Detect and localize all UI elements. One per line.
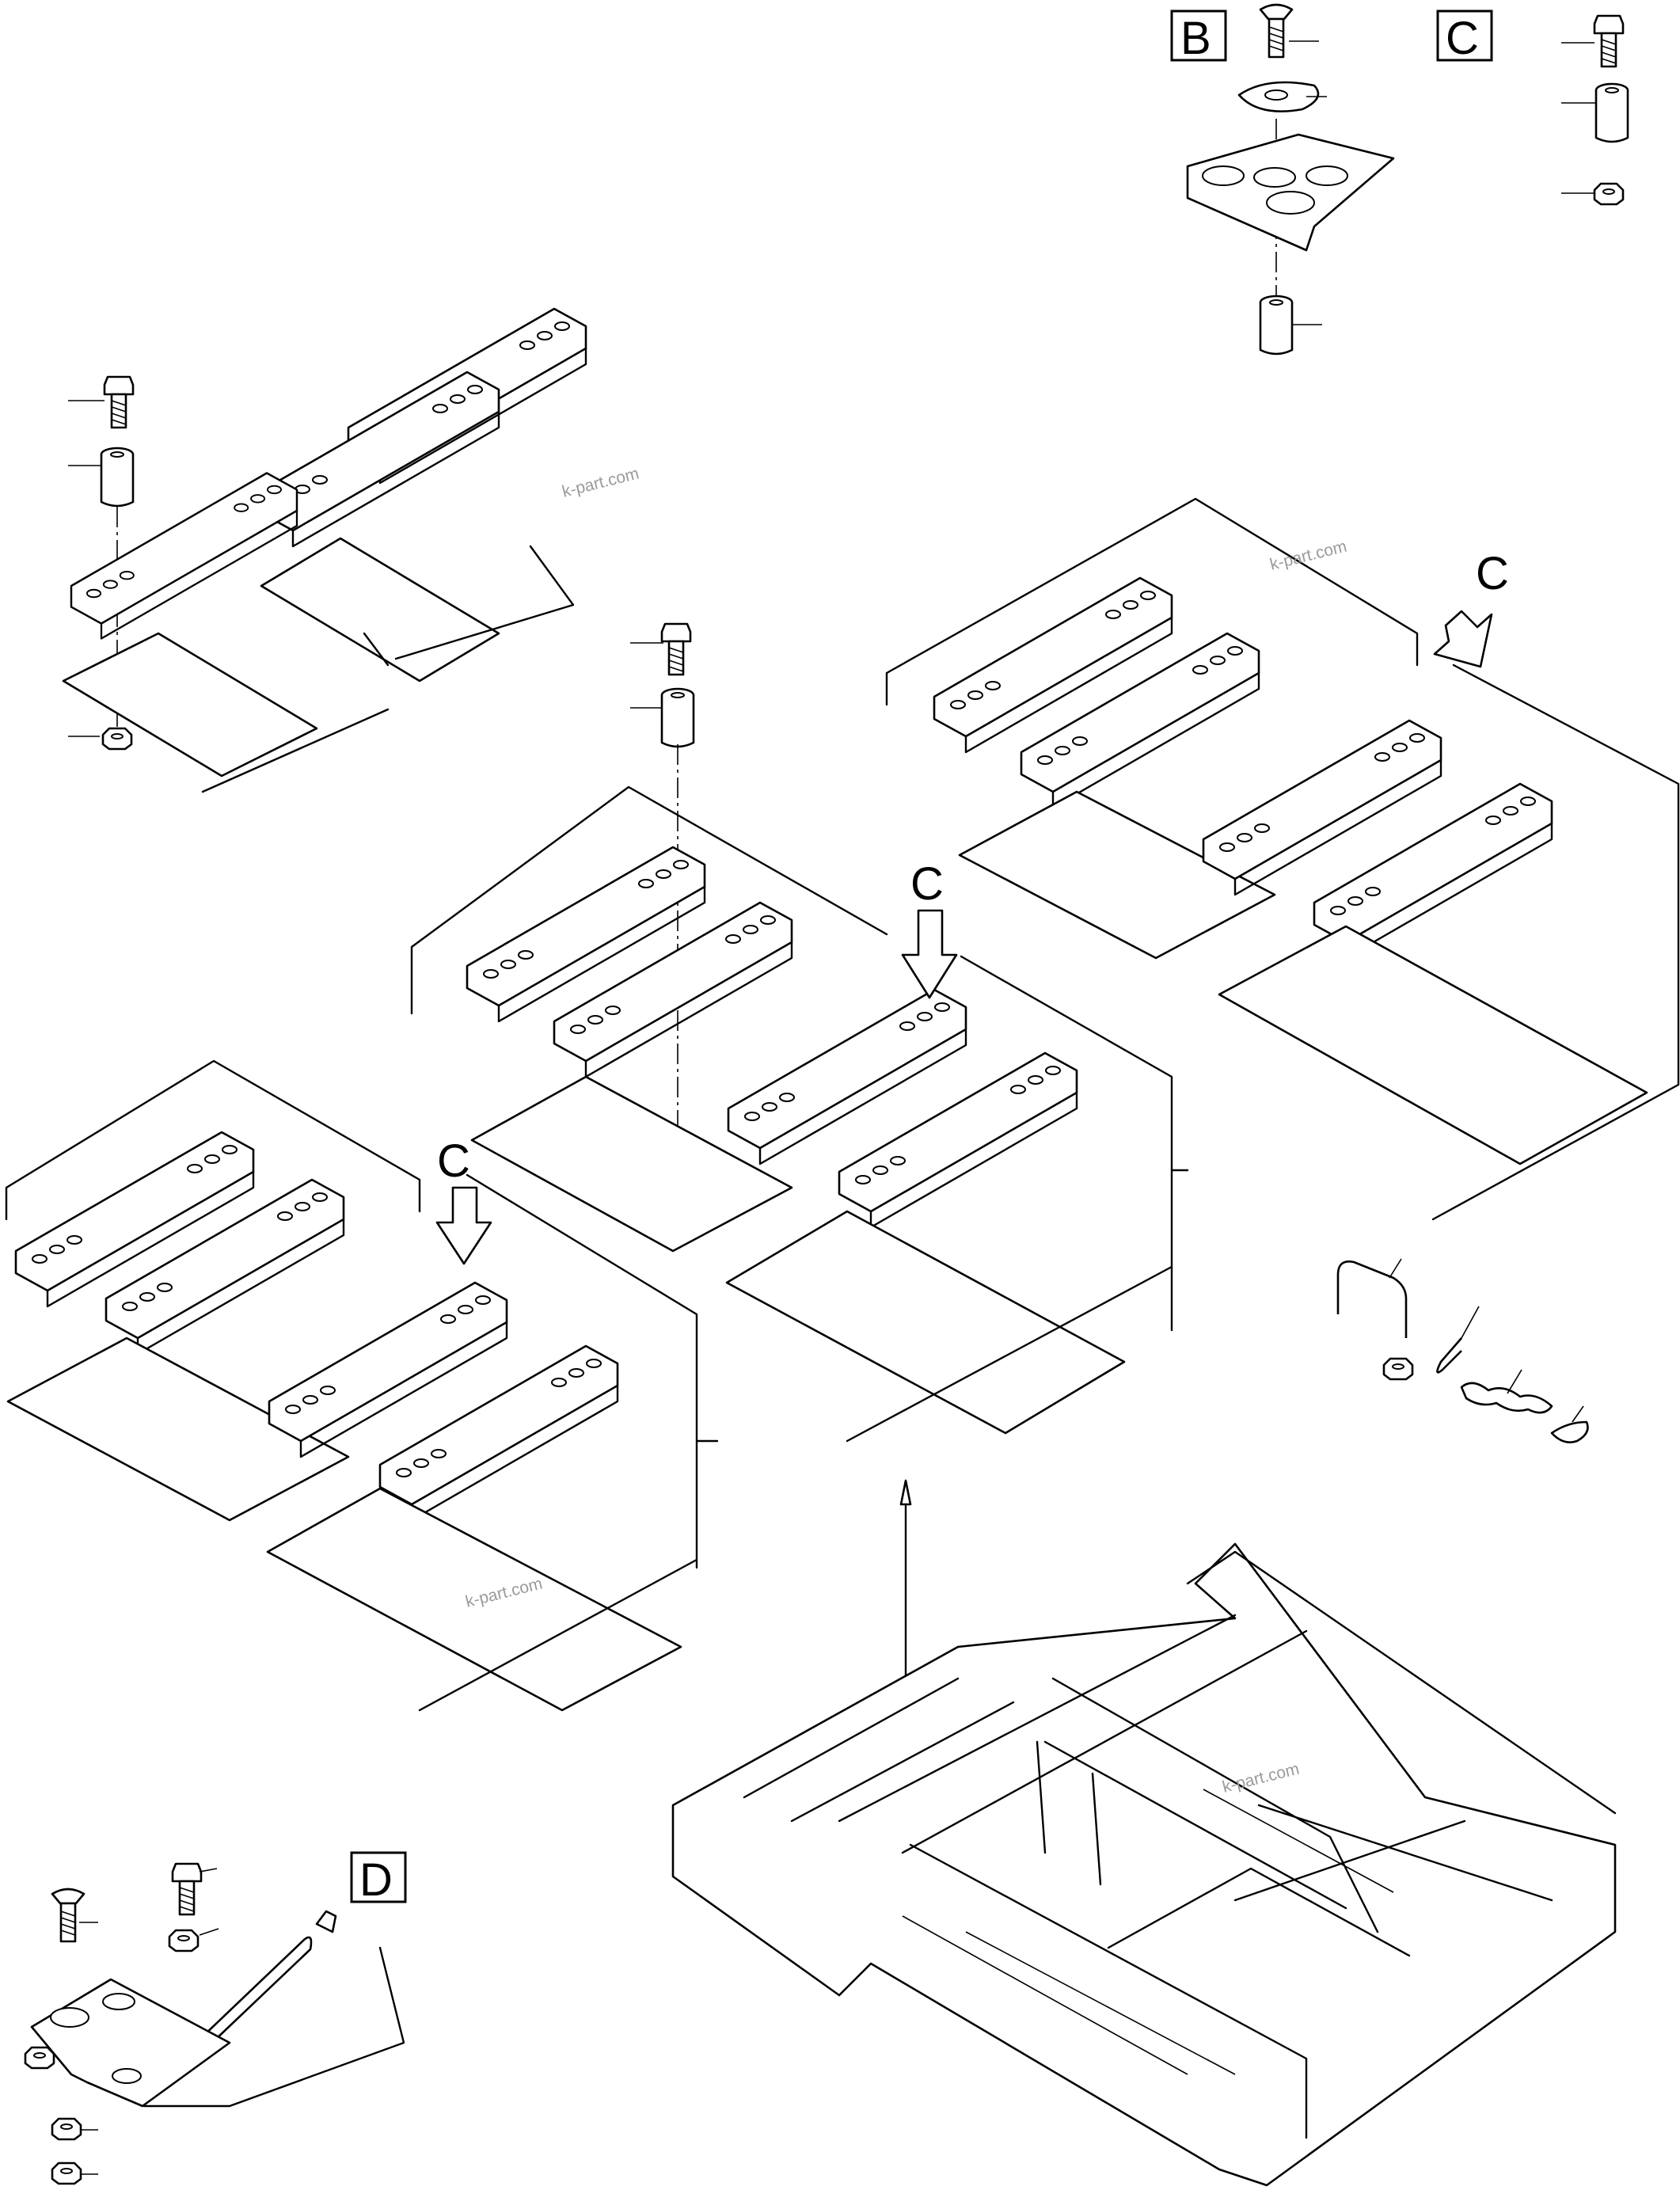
view-c-arrow-label-left: C <box>437 1135 470 1187</box>
frame-outline <box>671 1542 1617 2187</box>
view-b-label: B <box>1180 13 1211 64</box>
u-bolt-nut <box>1382 1357 1414 1381</box>
sleeve-center <box>660 687 695 748</box>
plate-center-2 <box>725 1210 1126 1435</box>
countersunk-screw-b <box>1259 3 1294 59</box>
countersunk-screw-d <box>51 1888 86 1943</box>
tray-group-center: C <box>410 622 1189 1443</box>
tray-group-left-middle: C k-part.com <box>5 1059 719 1712</box>
nut-d-2 <box>51 2161 82 2185</box>
spacer-b <box>1259 295 1294 355</box>
sleeve-tl <box>100 447 135 508</box>
view-c-arrow-label-right: C <box>1476 548 1509 599</box>
washer-d-2 <box>51 2117 82 2141</box>
view-d-detail: D <box>24 1851 407 2185</box>
hook <box>1436 1337 1462 1374</box>
plate-tl-2 <box>62 632 318 778</box>
chain-hardware <box>1336 1258 1589 1443</box>
tray-group-right: C k-part.com <box>885 497 1680 1221</box>
sleeve-c <box>1594 82 1629 143</box>
view-b-detail: B <box>1170 3 1395 355</box>
view-c-arrow-label-center: C <box>910 858 944 910</box>
view-c-arrow-right <box>1433 610 1493 668</box>
view-c-detail: C <box>1436 10 1629 206</box>
plate-right-1 <box>958 790 1276 960</box>
nut-tl <box>101 727 133 751</box>
nut-c <box>1593 182 1625 206</box>
base-frame: k-part.com <box>671 1479 1617 2187</box>
view-c-arrow-center <box>901 909 958 999</box>
plate-right-2 <box>1218 925 1648 1165</box>
view-c-label-box <box>1436 10 1493 62</box>
u-bolt <box>1336 1260 1408 1338</box>
view-d-label: D <box>359 1854 393 1906</box>
tray-group-top-left: k-part.com <box>62 307 641 793</box>
watermark-1: k-part.com <box>561 465 641 501</box>
bolt-center <box>660 622 692 676</box>
plate-lm-1 <box>6 1336 350 1522</box>
chain-link <box>1550 1420 1589 1443</box>
plate-tl-1 <box>260 537 500 682</box>
washer-d <box>168 1929 200 1952</box>
nut-d-1 <box>24 2046 55 2070</box>
view-c-label: C <box>1446 13 1479 64</box>
plate-lm-2 <box>266 1487 682 1712</box>
hinge-pin <box>200 1936 313 2043</box>
view-d-label-box <box>350 1851 407 1903</box>
view-b-label-box <box>1170 10 1227 62</box>
grease-nipple <box>315 1910 337 1933</box>
view-c-arrow-left <box>435 1186 492 1265</box>
bolt-d <box>171 1862 203 1916</box>
plate-center-1 <box>470 1075 793 1253</box>
bolt-tl <box>103 375 135 429</box>
chain <box>1460 1382 1553 1414</box>
bolt-c <box>1593 14 1625 68</box>
